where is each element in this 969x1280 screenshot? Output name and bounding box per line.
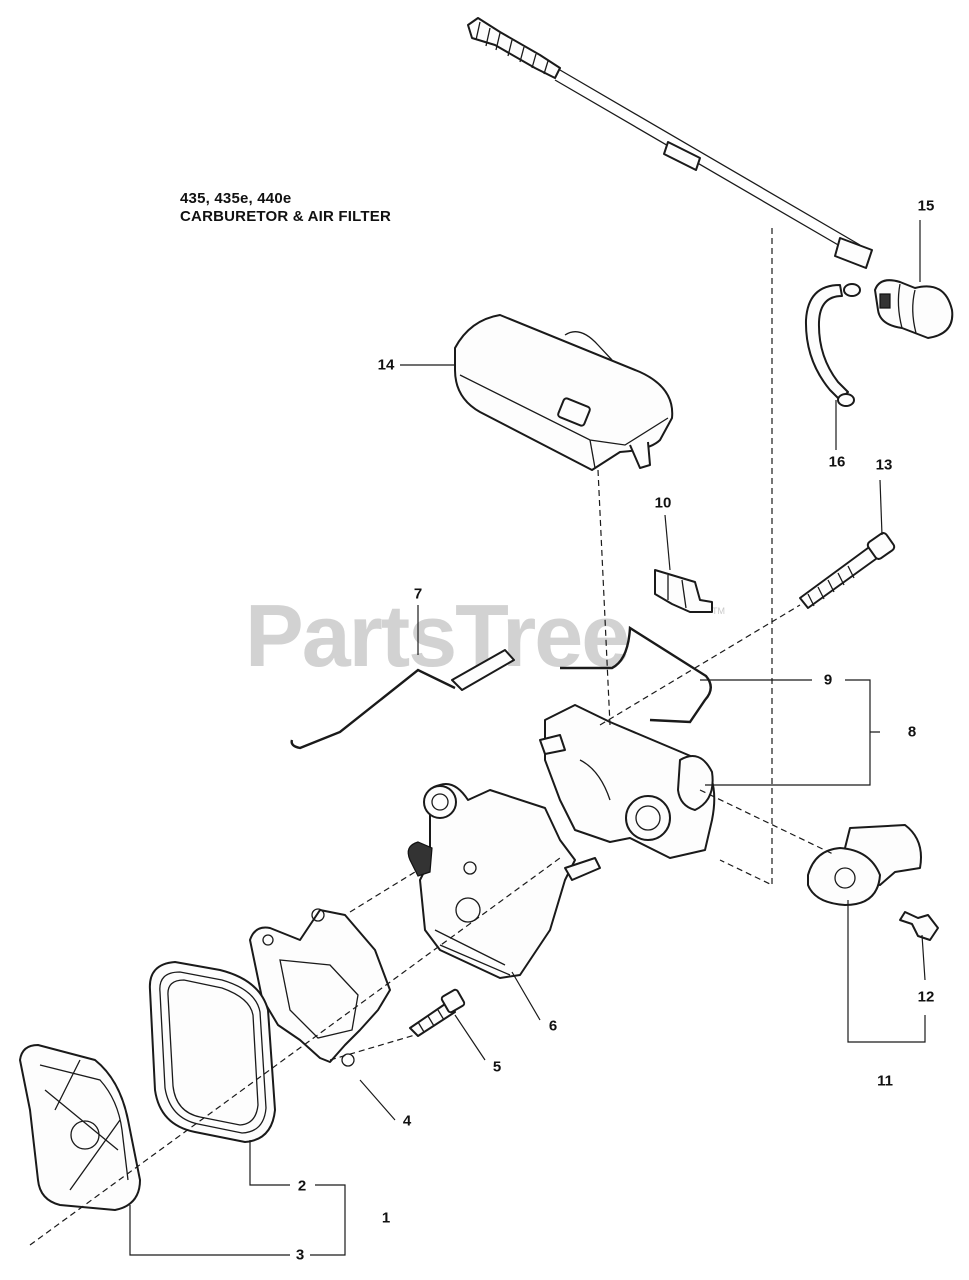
callout-10: 10 bbox=[654, 494, 672, 512]
carb-gasket bbox=[249, 908, 391, 1067]
model-line: 435, 435e, 440e bbox=[180, 190, 292, 207]
carburetor bbox=[407, 783, 601, 979]
callout-9: 9 bbox=[823, 671, 833, 689]
callout-6: 6 bbox=[548, 1017, 558, 1035]
callout-16: 16 bbox=[828, 453, 846, 471]
throttle-rod bbox=[290, 649, 515, 750]
callout-12: 12 bbox=[917, 988, 935, 1006]
bolt bbox=[409, 988, 466, 1037]
choke-assembly bbox=[807, 824, 939, 941]
callout-5: 5 bbox=[492, 1058, 502, 1076]
intake-adapter bbox=[539, 704, 716, 859]
callout-2: 2 bbox=[297, 1177, 307, 1195]
throttle-cable bbox=[467, 17, 873, 269]
watermark-trademark: TM bbox=[712, 606, 725, 616]
primer-bulb bbox=[874, 279, 954, 339]
callout-8: 8 bbox=[907, 723, 917, 741]
air-filter-cover bbox=[454, 314, 674, 471]
leader-lines bbox=[129, 220, 926, 1256]
alignment-lines bbox=[29, 228, 836, 1246]
air-filter bbox=[148, 961, 276, 1143]
callout-11: 11 bbox=[877, 1072, 893, 1090]
filter-holder bbox=[19, 1044, 141, 1211]
spring-rod bbox=[560, 625, 712, 724]
long-screw bbox=[799, 532, 896, 609]
callout-3: 3 bbox=[295, 1246, 305, 1264]
diagram-title: CARBURETOR & AIR FILTER bbox=[180, 208, 391, 225]
callout-14: 14 bbox=[377, 356, 395, 374]
callout-13: 13 bbox=[875, 456, 893, 474]
callout-15: 15 bbox=[917, 197, 935, 215]
callout-1: 1 bbox=[381, 1209, 391, 1227]
callout-7: 7 bbox=[413, 585, 423, 603]
clip-part bbox=[654, 569, 713, 613]
callout-4: 4 bbox=[402, 1112, 412, 1130]
fuel-hose bbox=[804, 283, 861, 407]
